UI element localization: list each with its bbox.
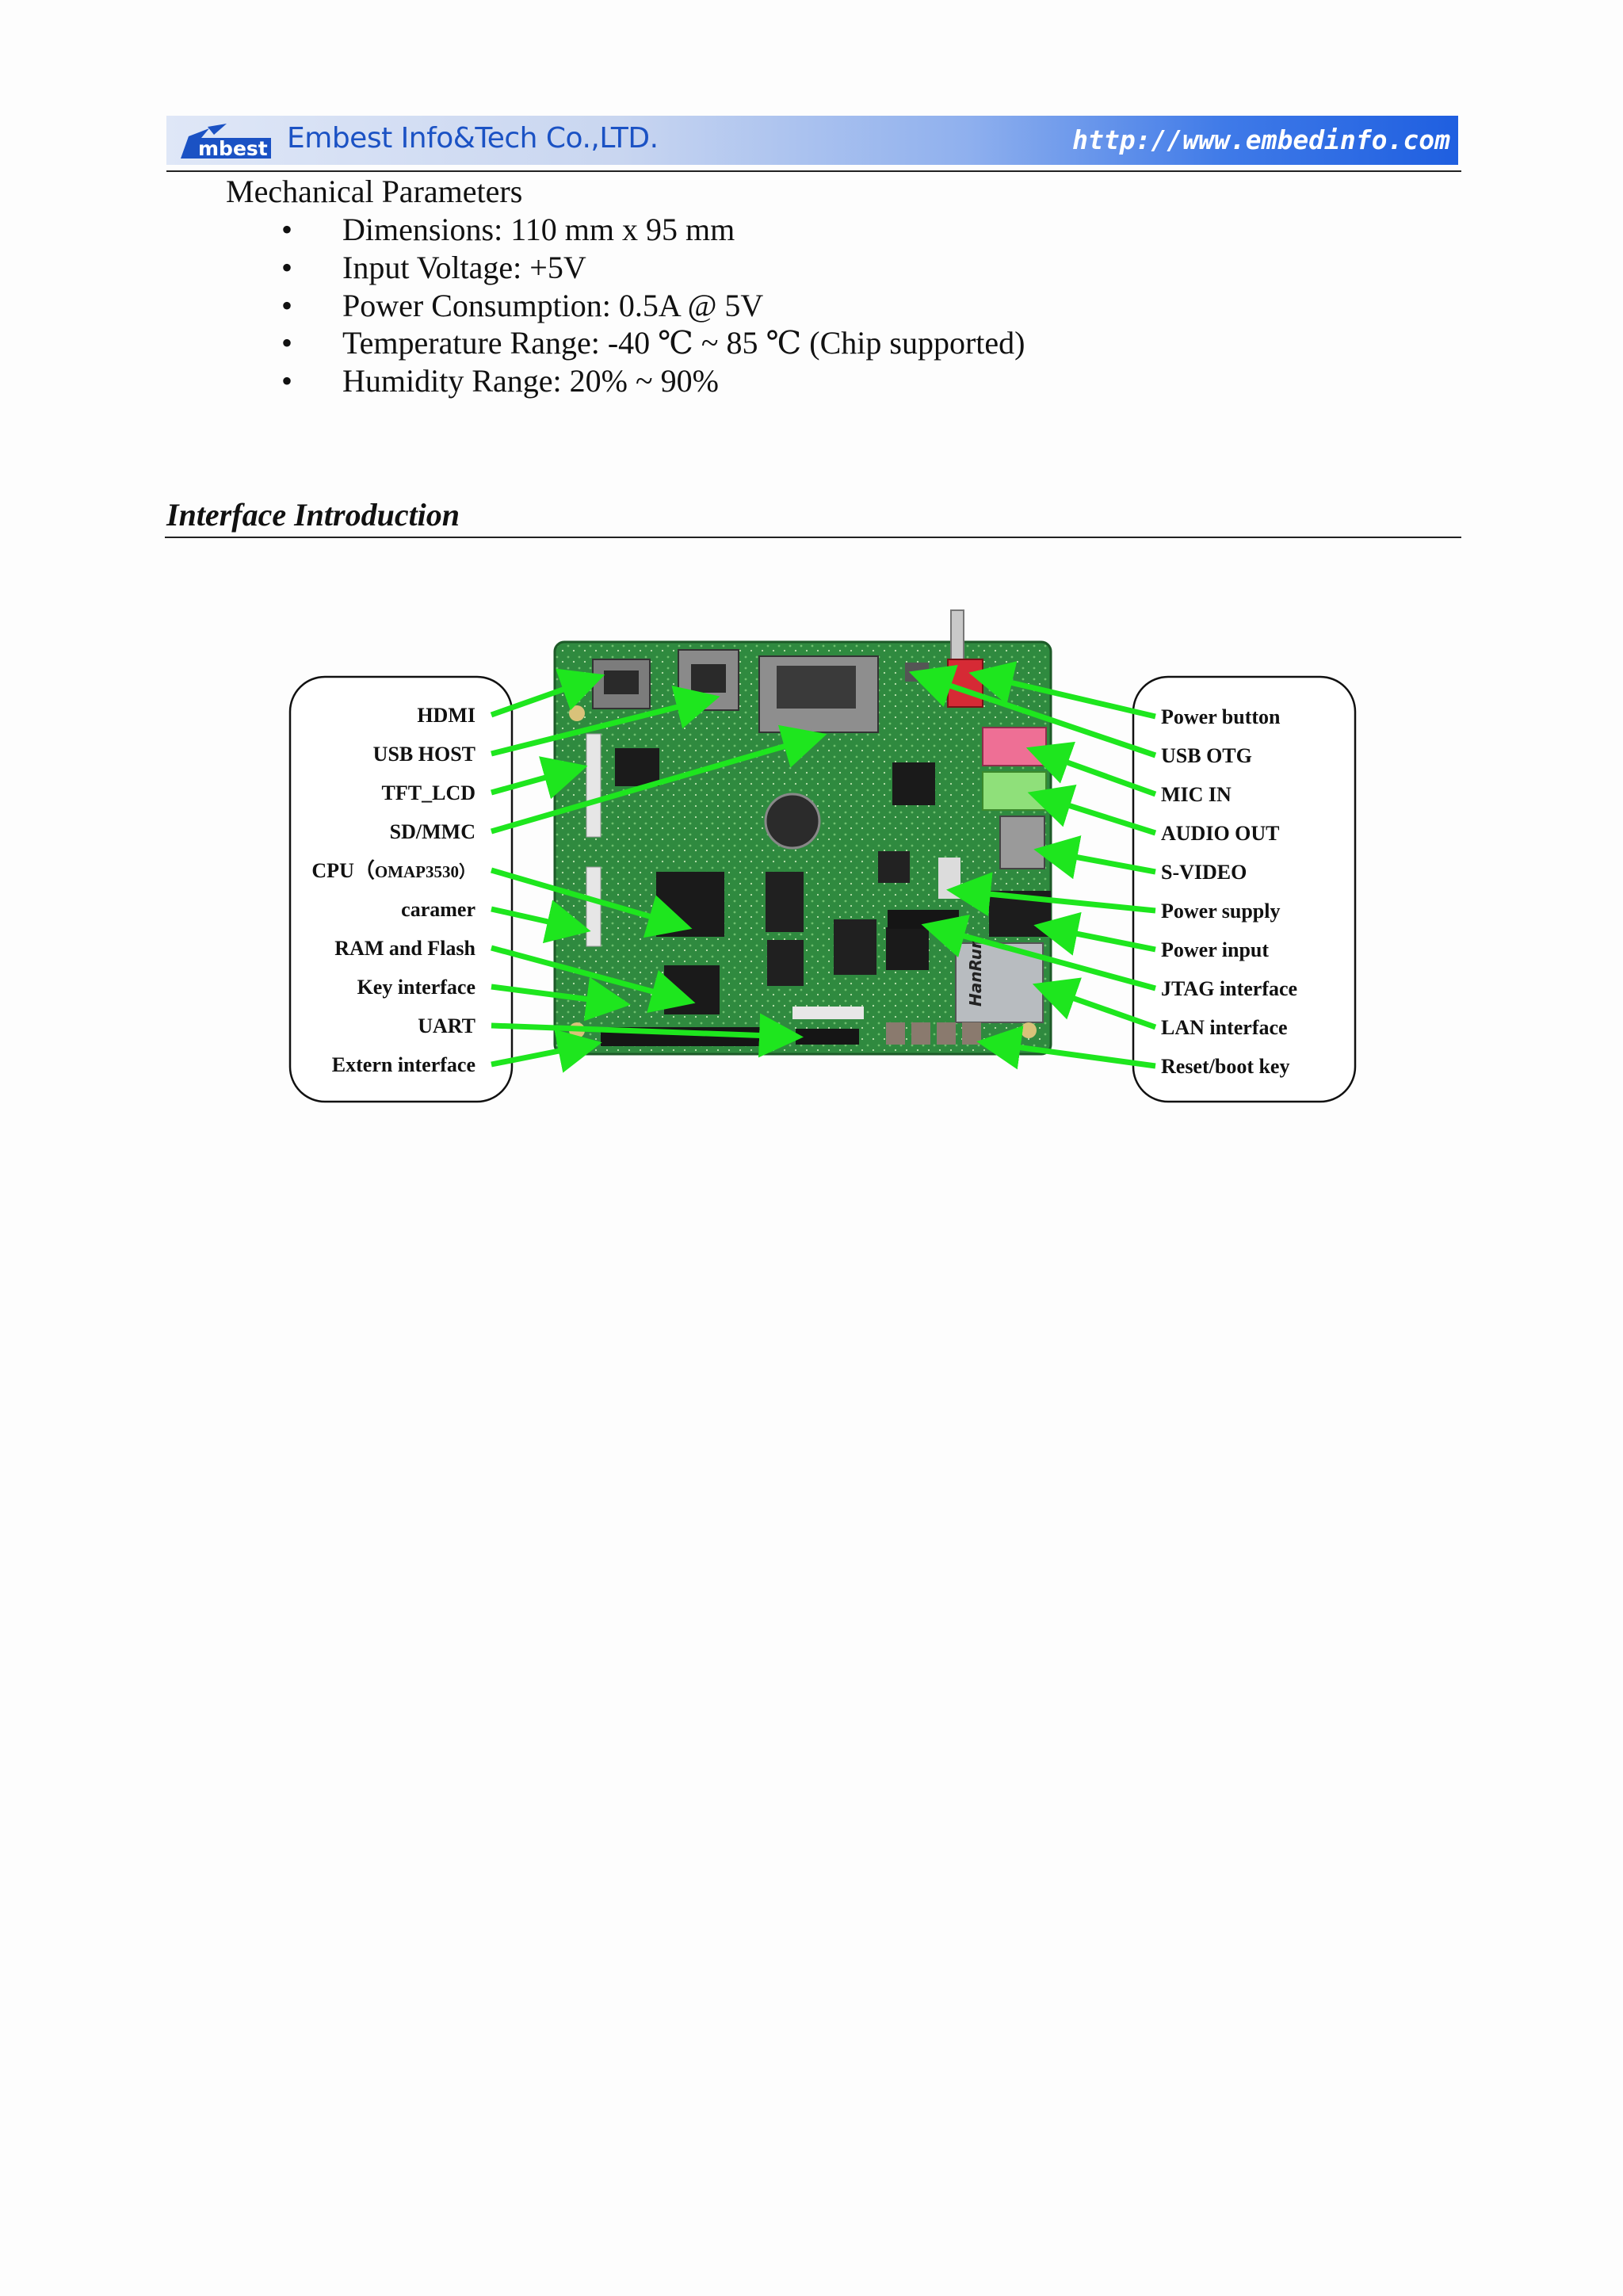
key (962, 1022, 981, 1045)
label-audio-out: AUDIO OUT (1161, 822, 1280, 845)
label-jtag-interface: JTAG interface (1161, 977, 1298, 1000)
label-ram-flash: RAM and Flash (334, 937, 475, 960)
key (911, 1022, 930, 1045)
label-sd-mmc: SD/MMC (389, 820, 475, 843)
header-divider (166, 170, 1461, 172)
label-power-button: Power button (1161, 705, 1281, 728)
list-item-text: Input Voltage: +5V (342, 250, 586, 285)
arrow-power-input (1033, 911, 1156, 956)
arrow-usb-otg (908, 664, 1157, 758)
label-s-video: S-VIDEO (1161, 861, 1247, 884)
cpu-chip (656, 872, 724, 937)
bullet-dot: • (281, 288, 293, 323)
arrow-sd-mmc (491, 724, 827, 835)
right-label-box (1132, 675, 1357, 1103)
arrow-hdmi (490, 668, 605, 718)
power-button (947, 659, 983, 708)
header-banner: mbest Embest Info&Tech Co.,LTD. http://w… (166, 116, 1458, 165)
svideo-connector (999, 816, 1045, 869)
embest-logo-icon: mbest (181, 124, 271, 160)
label-power-supply: Power supply (1161, 900, 1281, 923)
left-arrows (490, 668, 827, 1073)
label-power-input: Power input (1161, 938, 1270, 961)
label-extern-interface: Extern interface (331, 1053, 475, 1076)
power-switch-lever (950, 609, 964, 662)
arrow-jtag (921, 915, 1156, 991)
list-item-text: Dimensions: 110 mm x 95 mm (342, 212, 735, 247)
label-key-interface: Key interface (357, 976, 475, 999)
arrow-tft-lcd (491, 756, 588, 800)
interface-title: Interface Introduction (166, 497, 460, 533)
chip (834, 919, 876, 975)
mechanical-title: Mechanical Parameters (226, 174, 523, 209)
battery-holder (764, 793, 821, 850)
label-tft-lcd: TFT_LCD (381, 781, 475, 804)
label-cpu: CPU（OMAP3530） (311, 859, 475, 884)
tft-lcd-connector (586, 733, 601, 838)
interface-diagram: HanRun (288, 609, 1357, 1103)
label-usb-otg: USB OTG (1161, 744, 1252, 767)
chip (615, 748, 659, 786)
board-marking: HanRun (966, 938, 985, 1007)
label-mic-in: MIC IN (1161, 783, 1232, 806)
label-cpu-prefix: CPU（ (311, 859, 375, 882)
label-uart: UART (418, 1014, 475, 1037)
bullet-dot: • (281, 212, 293, 247)
arrow-extern (491, 1029, 602, 1073)
chip (767, 940, 804, 986)
led-row (792, 1007, 864, 1019)
list-item-text: Power Consumption: 0.5A @ 5V (342, 288, 764, 323)
arrow-usb-host (491, 686, 720, 757)
label-caramer: caramer (401, 898, 475, 921)
interface-divider (165, 537, 1461, 538)
arrow-audio-out (1027, 785, 1157, 836)
mic-in-jack (982, 727, 1047, 766)
camera-connector (586, 866, 601, 947)
uart-header (796, 1029, 859, 1045)
arrow-key-interface (491, 976, 631, 1022)
key (937, 1022, 956, 1045)
chip (892, 762, 935, 805)
jtag-header (888, 910, 959, 929)
arrow-s-video (1033, 835, 1156, 880)
chip (766, 872, 804, 932)
chip (886, 927, 929, 970)
logo-text: mbest (198, 137, 268, 160)
arrow-uart (491, 1013, 804, 1058)
arrow-cpu (491, 867, 693, 938)
arrow-ram-flash (491, 945, 696, 1014)
audio-out-jack (982, 771, 1047, 811)
bullet-dot: • (281, 250, 293, 285)
arrow-mic-in (1025, 741, 1157, 797)
label-usb-host: USB HOST (372, 743, 475, 766)
right-arrows (908, 661, 1157, 1070)
arrow-power-button (968, 661, 1156, 720)
left-label-box (288, 675, 514, 1103)
key (886, 1022, 905, 1045)
bullet-dot: • (281, 363, 293, 399)
list-item-text: Temperature Range: -40 ℃ ~ 85 ℃ (Chip su… (342, 325, 1025, 361)
arrow-camera (491, 900, 591, 944)
company-name: Embest Info&Tech Co.,LTD. (287, 122, 659, 155)
arrow-power-supply (946, 872, 1156, 917)
chip (878, 851, 910, 883)
bullet-dot: • (281, 325, 293, 361)
label-cpu-model: OMAP3530） (374, 862, 475, 881)
label-lan-interface: LAN interface (1161, 1016, 1288, 1039)
arrow-reset-boot (976, 1025, 1156, 1070)
label-hdmi: HDMI (417, 704, 475, 727)
arrow-lan (1032, 977, 1157, 1030)
label-reset-boot-key: Reset/boot key (1161, 1055, 1290, 1078)
company-url[interactable]: http://www.embedinfo.com (1072, 124, 1450, 155)
list-item-text: Humidity Range: 20% ~ 90% (342, 363, 719, 399)
ram-flash-chip (664, 965, 720, 1014)
